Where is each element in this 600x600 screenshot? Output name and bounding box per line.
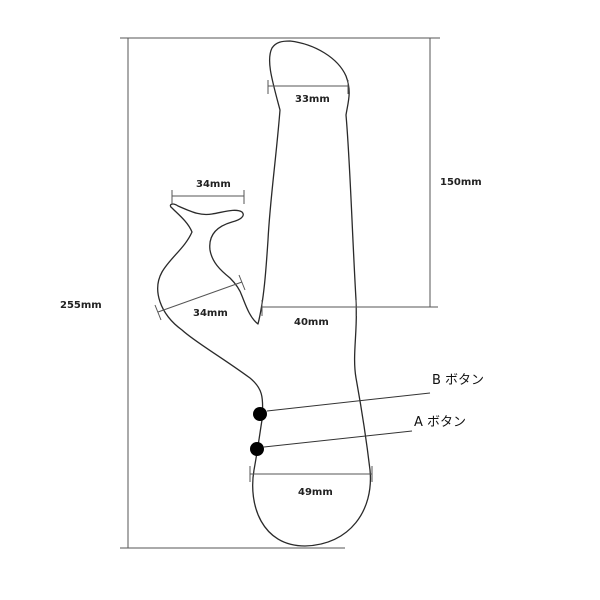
clit-arm-dimension-line [157,281,243,313]
button-a-leader [263,430,413,448]
clit-arm-width-label: 34mm [193,308,228,319]
button-a-label: A ボタン [414,415,466,430]
button-b-dot [253,407,267,421]
clit-arm-left-tick [154,304,162,321]
shaft-length-label: 150mm [440,177,482,188]
device-main-outline [157,40,372,547]
tip-width-label: 33mm [295,94,330,105]
button-b-label: B ボタン [432,373,484,388]
button-a-dot [250,442,264,456]
clit-top-width-label: 34mm [196,179,231,190]
handle-width-label: 49mm [298,487,333,498]
shaft-width-label: 40mm [294,317,329,328]
clit-arm-right-tick [238,274,246,291]
total-height-label: 255mm [60,300,102,311]
button-b-leader [266,392,431,412]
